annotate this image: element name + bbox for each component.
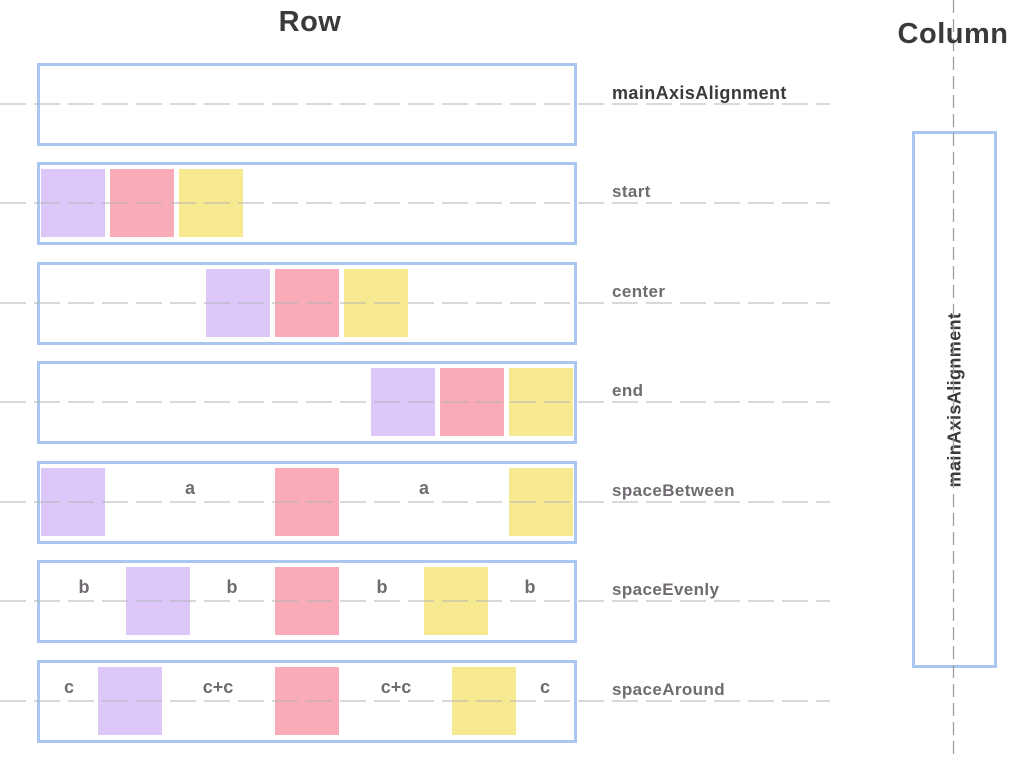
- column-box: mainAxisAlignment: [912, 131, 997, 668]
- square-purple: [371, 368, 435, 436]
- square-yellow: [344, 269, 408, 337]
- row-box-spacearound: c c+c c+c c: [37, 660, 577, 743]
- square-yellow: [509, 368, 573, 436]
- row-box-mainaxisalignment: [37, 63, 577, 146]
- square-purple: [41, 468, 105, 536]
- square-purple: [98, 667, 162, 735]
- gap-size-label: c+c: [202, 677, 234, 697]
- gap-size-label: c: [63, 677, 75, 697]
- square-purple: [41, 169, 105, 237]
- alignment-label-end: end: [612, 381, 644, 400]
- column-axis-label: mainAxisAlignment: [944, 312, 964, 487]
- square-purple: [126, 567, 190, 635]
- alignment-label-start: start: [612, 182, 651, 201]
- gap-size-label: b: [524, 577, 536, 597]
- row-box-start: [37, 162, 577, 245]
- gap-size-label: c+c: [380, 677, 412, 697]
- gap-size-label: b: [226, 577, 238, 597]
- square-pink: [275, 269, 339, 337]
- alignment-label-center: center: [612, 282, 666, 301]
- column-section-title: Column: [897, 18, 1009, 50]
- row-box-center: [37, 262, 577, 345]
- square-pink: [110, 169, 174, 237]
- gap-size-label: a: [184, 478, 196, 498]
- alignment-label-spacearound: spaceAround: [612, 680, 726, 699]
- square-yellow: [179, 169, 243, 237]
- row-section-title: Row: [278, 6, 342, 38]
- row-box-spacebetween: a a: [37, 461, 577, 544]
- square-purple: [206, 269, 270, 337]
- square-pink: [275, 468, 339, 536]
- gap-size-label: c: [539, 677, 551, 697]
- square-yellow: [509, 468, 573, 536]
- row-box-end: [37, 361, 577, 444]
- alignment-label-spacebetween: spaceBetween: [612, 481, 735, 500]
- gap-size-label: b: [376, 577, 388, 597]
- square-pink: [440, 368, 504, 436]
- square-pink: [275, 567, 339, 635]
- square-pink: [275, 667, 339, 735]
- square-yellow: [424, 567, 488, 635]
- gap-size-label: b: [78, 577, 90, 597]
- square-yellow: [452, 667, 516, 735]
- row-box-spaceevenly: b b b b: [37, 560, 577, 643]
- gap-size-label: a: [418, 478, 430, 498]
- alignment-label-mainaxisalignment: mainAxisAlignment: [612, 83, 787, 103]
- alignment-label-spaceevenly: spaceEvenly: [612, 580, 720, 599]
